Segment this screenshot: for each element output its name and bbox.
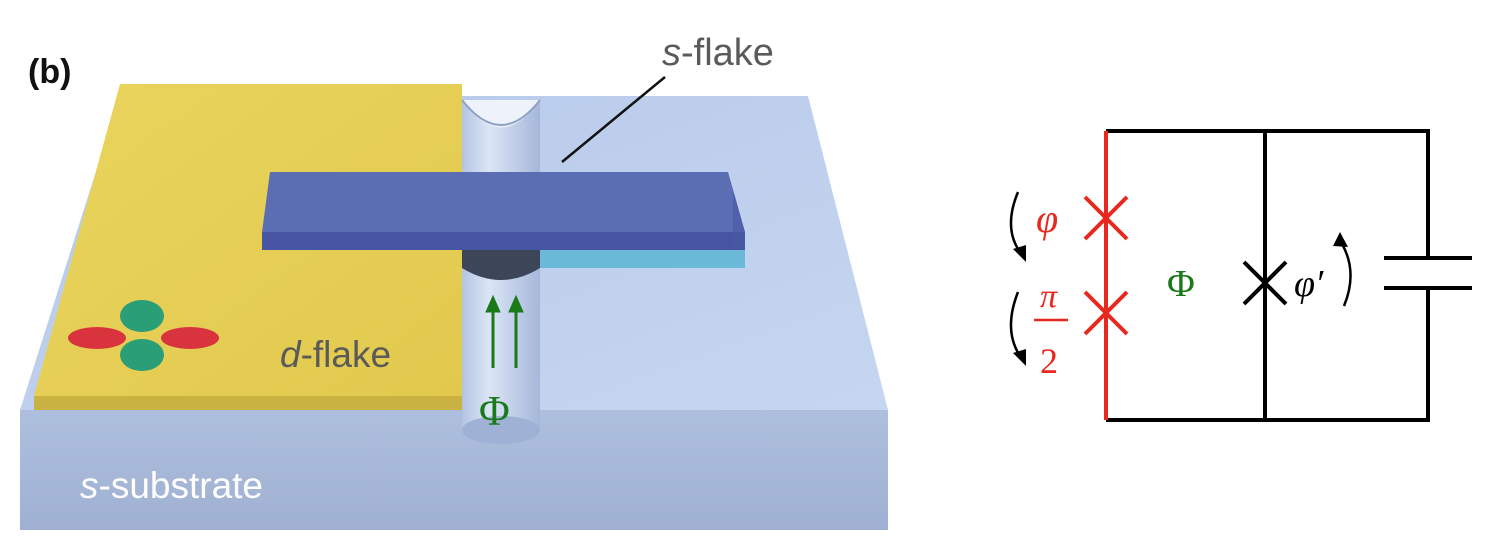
d-flake-label: d-flake bbox=[280, 334, 391, 375]
josephson-junction-bottom bbox=[1083, 290, 1129, 336]
phase-phi-label: φ bbox=[1036, 196, 1058, 241]
cyan-strip bbox=[540, 250, 745, 268]
flux-arrows bbox=[485, 294, 524, 368]
circuit-diagram: φ π 2 Φ φ′ bbox=[1009, 129, 1472, 422]
substrate-front-face bbox=[20, 410, 888, 530]
phase-arrow-bottom bbox=[1009, 291, 1026, 366]
josephson-junction-top bbox=[1083, 195, 1129, 241]
d-flake-front-edge bbox=[34, 396, 462, 410]
phase-arrow-right bbox=[1333, 232, 1352, 307]
d-wave-orbital-icon bbox=[68, 300, 219, 371]
s-flake-label: s-flake bbox=[662, 32, 774, 74]
s-flake-pointer-line bbox=[561, 76, 666, 163]
circuit-flux-label: Φ bbox=[1167, 263, 1195, 305]
phase-phi-prime-label: φ′ bbox=[1294, 263, 1324, 305]
s-flake-bar bbox=[262, 172, 745, 250]
josephson-junction-middle bbox=[1242, 260, 1288, 306]
flux-label: Φ bbox=[479, 389, 510, 435]
phase-pi-numerator: π bbox=[1040, 278, 1058, 315]
capacitor-icon bbox=[1384, 256, 1472, 290]
device-illustration: (b) s-flake d-flake s-substrate Φ bbox=[20, 32, 888, 530]
contact-region bbox=[462, 248, 540, 280]
phase-pi-denominator: 2 bbox=[1040, 341, 1058, 381]
s-substrate-label: s-substrate bbox=[80, 465, 263, 506]
circuit-wires bbox=[1106, 129, 1430, 422]
panel-label: (b) bbox=[28, 53, 71, 91]
phase-arrow-top bbox=[1009, 191, 1026, 262]
